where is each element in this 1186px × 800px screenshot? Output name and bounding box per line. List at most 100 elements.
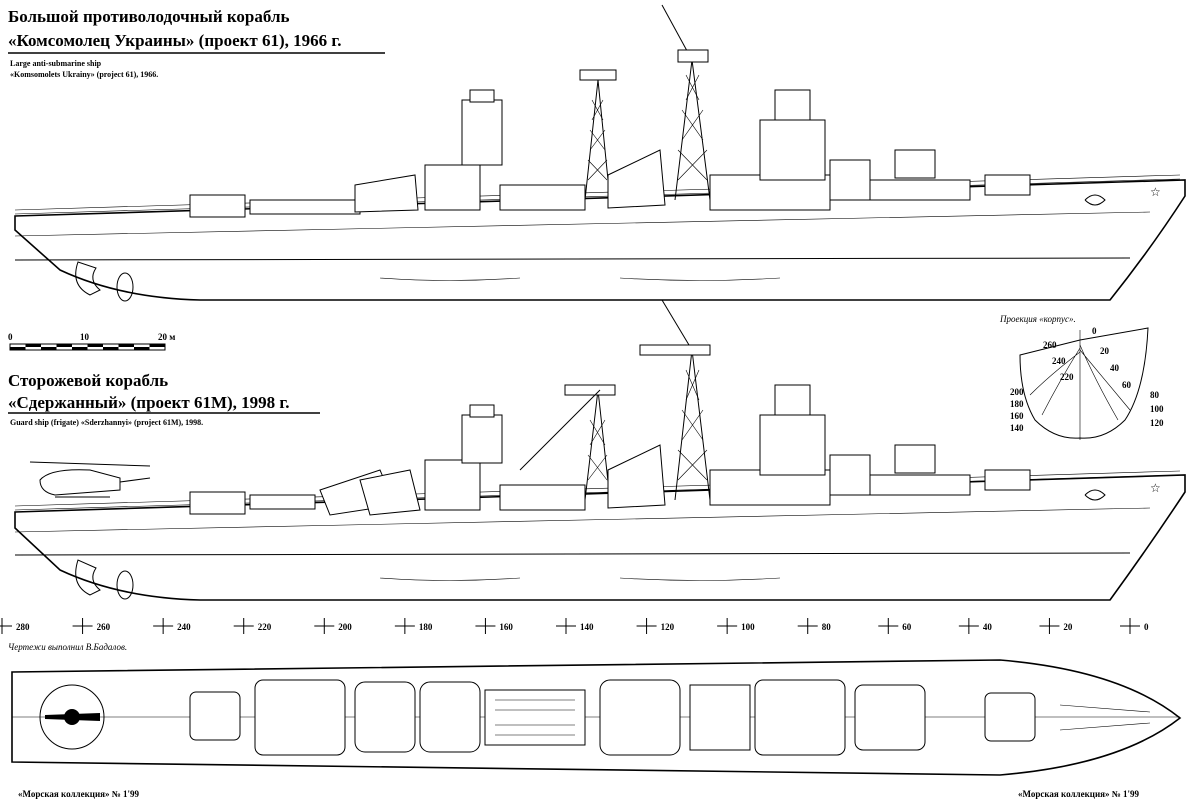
frame-tick-label: 160 [499,622,513,632]
ship1-deck-line [14,211,1151,237]
body-plan-station-label: 200 [1010,387,1024,397]
ship2-lattice-mast-aft [519,384,616,501]
scale-bar-segment [56,344,72,347]
scale-bar: 0 10 20 м [8,332,175,351]
ship2-bilge-keel-2 [619,577,781,581]
ship1-lattice-mast-aft [579,69,617,201]
ship2-aft-radar-director [469,404,495,418]
frame-tick-label: 220 [258,622,272,632]
ship1-subtitle-line1: Large anti-submarine ship [10,59,102,68]
ship1-fore-radar-director [774,89,811,121]
frame-tick: 40 [958,618,992,634]
ship2-fore-launcher-director [894,444,936,474]
ship1-anchor [1084,194,1106,206]
ship2-subtitle: Guard ship (frigate) «Sderzhannyi» (proj… [10,418,203,427]
ship1-fore-gun-turret [984,174,1031,196]
plan-view-helipad [39,684,105,750]
frame-tick-label: 0 [1144,622,1149,632]
frame-tick: 20 [1039,618,1073,634]
ship1-fore-launcher-director [894,149,936,179]
drawing-credit: Чертежи выполнил В.Бадалов. [8,642,127,652]
ship2-propeller [116,570,134,600]
ship2-profile: ☆ [14,299,1186,601]
ship2-fore-missile-director [829,454,871,496]
plan-view-fore-funnel [599,679,681,756]
body-plan-station-label: 100 [1150,404,1164,414]
ship2-forecastle-deckhouse [869,474,971,496]
ship1-rudder [75,261,101,296]
scale-bar-segment [10,347,26,350]
ship2-title-block: Сторожевой корабль «Сдержанный» (проект … [8,371,320,427]
ship1-profile: ☆ [14,4,1186,302]
frame-tick: 280 [0,618,30,634]
frame-tick: 120 [636,618,675,634]
body-plan-station-label: 40 [1110,363,1120,373]
ship2-bow-star: ☆ [1150,481,1161,495]
plan-view-aft-launcher [254,679,346,756]
ship2-fore-gun-turret [984,469,1031,491]
frame-tick-label: 280 [16,622,30,632]
ship2-fore-radar-director [774,384,811,416]
ship1-bilge-keel-2 [619,277,781,281]
plan-view-bridge [754,679,846,756]
ship1-forecastle-deckhouse [869,179,971,201]
plan-view-midship-lines [495,699,575,736]
scale-bar-label-20: 20 м [158,332,175,342]
ship2-title-line2: «Сдержанный» (проект 61М), 1998 г. [8,393,289,412]
plan-view-midship-block [484,689,586,746]
plan-view-fore-turret [984,692,1036,742]
ship1-aft-funnel-1 [354,174,419,213]
ship1-midship-deckhouse [499,184,586,211]
frame-tick-label: 120 [661,622,675,632]
ship1-hull [14,179,1186,301]
frame-tick-label: 180 [419,622,433,632]
plan-view [11,659,1182,776]
footer-right: «Морская коллекция» № 1'99 [1018,789,1140,799]
ship1-bilge-keel [379,277,521,281]
scale-bar-segments [10,344,165,350]
plan-view-aft-turret [189,691,241,741]
ship2-deck-line [14,507,1151,533]
ship2-title-line1: Сторожевой корабль [8,371,168,390]
ship2-midship-deckhouse [499,484,586,511]
ship1-main-lattice-mast [661,4,711,201]
scale-bar-segment [25,344,41,347]
ship1-aft-radar-director [469,89,495,103]
frame-tick-label: 80 [822,622,832,632]
ship1-fore-funnel [607,149,666,209]
ship2-anchor [1084,489,1106,501]
frame-tick-label: 240 [177,622,191,632]
frame-tick: 160 [475,618,513,634]
body-plan-station-label: 260 [1043,340,1057,350]
plan-view-aft-funnel-2 [419,681,481,753]
ship1-aft-gun-turret [189,194,246,218]
ship2-rudder [75,559,101,596]
ship1-aft-superstructure [424,164,481,211]
body-plan-station-label: 60 [1122,380,1132,390]
ship2-forward-deckhouse [709,469,831,506]
body-plan-station-label: 160 [1010,411,1024,421]
frame-tick: 80 [797,618,832,634]
ship1-bridge-superstructure [759,119,826,181]
ship1-waterline [14,257,1131,261]
scale-bar-segment [134,347,150,350]
ship1-forward-deckhouse [709,174,831,211]
ship2-aft-radar-tower [461,414,503,464]
ship2-waterline [14,552,1131,556]
body-plan-station-label: 20 [1100,346,1110,356]
frame-tick-label: 100 [741,622,755,632]
ship2-aft-superstructure [424,459,481,511]
ship2-aft-deckhouse [249,494,316,510]
ship2-main-lattice-mast [639,299,711,501]
frame-tick-label: 140 [580,622,594,632]
scale-bar-segment [149,344,165,347]
ship2-helicopter [29,461,151,498]
plan-view-main-mast-base [689,684,751,751]
ship2-bilge-keel [379,577,521,581]
frame-tick-label: 60 [902,622,912,632]
ship1-title-block: Большой противолодочный корабль «Комсомо… [8,7,385,79]
frame-tick-label: 260 [97,622,111,632]
